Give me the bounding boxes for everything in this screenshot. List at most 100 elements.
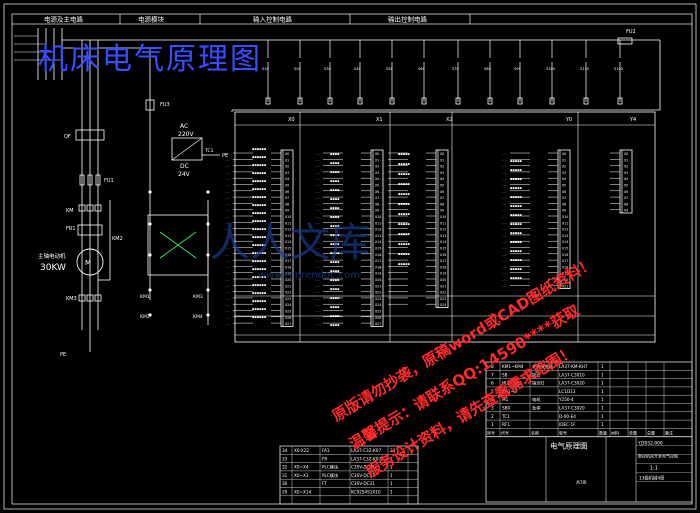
bom-model-1: LA37-C3010 (559, 372, 585, 377)
terminal-id: X17 (562, 259, 568, 263)
terminal-id: X12 (285, 228, 291, 232)
plc-frame (234, 111, 656, 343)
lamp (389, 97, 395, 105)
terminal-id: X17 (285, 259, 291, 263)
desc-text: ····· (225, 297, 230, 301)
io-desc: ▪▪▪▪▪ (510, 159, 522, 163)
terminal-id: X11 (440, 221, 446, 225)
desc-text: ····· (315, 171, 320, 175)
bom-header-0: 序号 (487, 429, 495, 435)
desc-text: ····· (380, 240, 385, 244)
switch-tag: S60 (418, 67, 425, 71)
terminal-id: X6 (440, 190, 444, 194)
desc-text: ····· (225, 316, 230, 320)
io-desc: ▪▪▪▪ (330, 224, 340, 228)
terminal-id: X12 (562, 228, 568, 232)
desc-text: ····· (502, 247, 507, 251)
bom-code-5: SB0 (502, 406, 511, 411)
drawing-project: 数控机床开发电气控制 (638, 453, 678, 459)
km-small-3: KM3 (193, 294, 203, 300)
terminal-id: X2 (375, 165, 379, 169)
switch-tag: S120 (614, 67, 623, 71)
terminal-block (619, 149, 633, 214)
drawing-number: YJ3052-000 (637, 441, 663, 447)
desc-text: ····· (502, 190, 507, 194)
desc-text: ····· (225, 171, 230, 175)
bom-left-num-5: 29 (282, 490, 288, 495)
desc-text: ····· (315, 259, 320, 263)
bom-left-model-1: LA37-C3Z-K07 (351, 456, 381, 461)
fuse-label: FU1 (104, 178, 114, 184)
desc-text: ····· (380, 259, 385, 263)
dc-voltage: 24V (178, 171, 191, 178)
desc-text: ····· (502, 215, 507, 219)
terminal-id: X16 (440, 253, 446, 257)
io-desc: ▪▪▪▪▪ (510, 222, 522, 226)
io-desc: ▪▪▪▪ (330, 305, 340, 309)
terminal-id: X25 (375, 310, 381, 314)
io-desc: ▪▪▪▪▪ (510, 168, 522, 172)
io-desc: ▪▪▪▪ (330, 251, 340, 255)
desc-text: ····· (502, 221, 507, 225)
terminal-id: X5 (375, 184, 379, 188)
lamp (517, 97, 523, 105)
lamp (455, 97, 461, 105)
io-desc: ▪▪▪▪▪▪ (252, 179, 267, 183)
terminal-id: X27 (285, 322, 291, 326)
desc-text: ····· (502, 184, 507, 188)
dc-label: DC (180, 163, 189, 170)
io-desc: ▪▪▪▪▪ (398, 202, 410, 206)
terminal-id: X6 (285, 190, 289, 194)
km-label: KM (66, 208, 74, 214)
terminal-id: X14 (285, 240, 291, 244)
terminal-id: X16 (285, 253, 291, 257)
desc-text: ····· (380, 215, 385, 219)
desc-text: ····· (225, 291, 230, 295)
bom-model-6: D-00-E4 (559, 414, 576, 419)
bom-left-qty-5: 1 (390, 490, 393, 495)
bom-left-name-1: FR (322, 456, 327, 461)
desc-text: ····· (380, 165, 385, 169)
desc-text: ····· (380, 247, 385, 251)
terminal-id: X9 (624, 209, 628, 213)
io-desc: ▪▪▪▪▪ (510, 195, 522, 199)
io-desc: ▪▪▪▪▪▪ (252, 155, 267, 159)
terminal-id: X8 (440, 202, 444, 206)
io-desc: ▪▪▪▪▪ (510, 213, 522, 217)
terminal-id: X12 (375, 228, 381, 232)
io-desc: ▪▪▪▪▪ (510, 204, 522, 208)
desc-text: ····· (225, 165, 230, 169)
bom-qty-6: 1 (601, 414, 604, 419)
desc-text: ····· (502, 209, 507, 213)
desc-text: ····· (315, 215, 320, 219)
bom-left-name-0: FA1 (322, 448, 330, 453)
plc-port-4: Y4 (629, 117, 636, 123)
io-desc: ▪▪▪▪▪ (510, 267, 522, 271)
desc-text: ····· (225, 265, 230, 269)
bom-model-0: LA37-KM-KH7 (559, 364, 588, 369)
desc-text: ····· (225, 190, 230, 194)
motor-letter: M (85, 259, 91, 267)
desc-text: ····· (380, 291, 385, 295)
io-desc: ▪▪▪▪▪▪ (252, 163, 267, 167)
io-desc: ▪▪▪▪▪ (398, 212, 410, 216)
terminal-id: X18 (440, 265, 446, 269)
fu-ps (145, 99, 155, 111)
bom-num-6: 2 (491, 414, 494, 419)
desc-text: ····· (315, 177, 320, 181)
io-desc: ▪▪▪▪ (330, 233, 340, 237)
watermark-url: www.renrendoc.com (258, 270, 361, 281)
motor-power: 30KW (40, 263, 66, 273)
bom-left-name-2: PLC模块 (322, 464, 339, 471)
bom-left-code-0: X0-X22 (294, 448, 309, 453)
terminal-id: X1 (624, 158, 628, 162)
desc-text: ····· (502, 259, 507, 263)
lamp (487, 97, 493, 105)
transformer (171, 137, 203, 161)
terminal-id: X15 (375, 247, 381, 251)
terminal-id: X7 (624, 196, 628, 200)
io-desc: ▪▪▪▪▪ (510, 249, 522, 253)
bom-left-qty-3: 1 (390, 473, 393, 478)
bom-qty-3: 1 (601, 389, 604, 394)
